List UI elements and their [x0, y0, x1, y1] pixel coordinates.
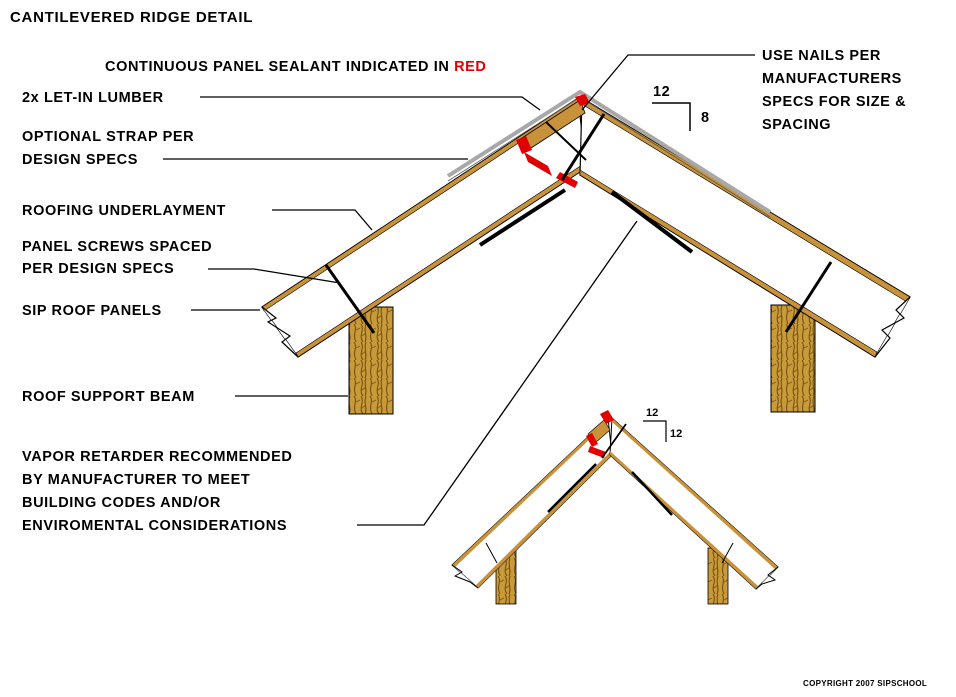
sealant-ridge	[575, 94, 590, 106]
label-roof-support-beam: ROOF SUPPORT BEAM	[22, 389, 195, 405]
small-left-panel	[451, 416, 613, 589]
sealant-center	[524, 152, 552, 176]
label-panel-screws-line2: PER DESIGN SPECS	[22, 261, 174, 277]
label-panel-screws-line1: PANEL SCREWS SPACED	[22, 239, 212, 255]
pitch-small-run: 12	[646, 407, 658, 419]
small-sealant-3	[588, 446, 606, 458]
pitch-main-run: 12	[653, 84, 670, 100]
left-panel-screw	[324, 264, 376, 334]
pitch-main-rise: 8	[701, 110, 710, 126]
label-optional-strap-line1: OPTIONAL STRAP PER	[22, 129, 194, 145]
roofing-layer	[446, 89, 772, 214]
main-ridge-assembly	[261, 89, 911, 415]
left-break-line	[261, 306, 299, 358]
right-sip-panel	[579, 96, 911, 358]
left-support-beam	[348, 306, 394, 415]
small-ridge-assembly	[451, 410, 779, 605]
sealant-note-red: RED	[454, 59, 486, 75]
pitch-small-rise: 12	[670, 428, 682, 440]
label-optional-strap-line2: DESIGN SPECS	[22, 152, 138, 168]
label-vapor-line3: BUILDING CODES AND/OR	[22, 495, 221, 511]
label-vapor-line4: ENVIROMENTAL CONSIDERATIONS	[22, 518, 287, 534]
label-vapor-line2: BY MANUFACTURER TO MEET	[22, 472, 250, 488]
label-nails-line2: MANUFACTURERS	[762, 71, 902, 87]
ridge-screw	[560, 113, 606, 181]
sealant-note: CONTINUOUS PANEL SEALANT INDICATED IN RE…	[105, 59, 486, 75]
vapor-retarder-right	[610, 190, 694, 254]
label-let-in-lumber: 2x LET-IN LUMBER	[22, 90, 164, 106]
label-vapor-line1: VAPOR RETARDER RECOMMENDED	[22, 449, 292, 465]
label-nails-line4: SPACING	[762, 117, 831, 133]
vapor-retarder-left	[478, 188, 567, 247]
small-sealant-1	[586, 433, 598, 447]
right-break-line	[874, 296, 911, 358]
label-nails-line1: USE NAILS PER	[762, 48, 881, 64]
leader-lines	[163, 54, 755, 526]
pitch-symbol-small: 12 12	[643, 407, 682, 442]
sealant-lower	[556, 172, 578, 188]
label-roofing-underlayment: ROOFING UNDERLAYMENT	[22, 203, 226, 219]
small-right-panel	[609, 416, 779, 590]
pitch-symbol-main: 12 8	[652, 84, 710, 131]
sealant-left	[516, 136, 532, 154]
diagram-title: CANTILEVERED RIDGE DETAIL	[10, 9, 253, 26]
label-nails-line3: SPECS FOR SIZE &	[762, 94, 906, 110]
label-sip-roof-panels: SIP ROOF PANELS	[22, 303, 162, 319]
right-panel-screw	[784, 261, 833, 333]
copyright-text: COPYRIGHT 2007 SIPSCHOOL	[803, 679, 927, 688]
small-sealant-2	[600, 410, 614, 424]
